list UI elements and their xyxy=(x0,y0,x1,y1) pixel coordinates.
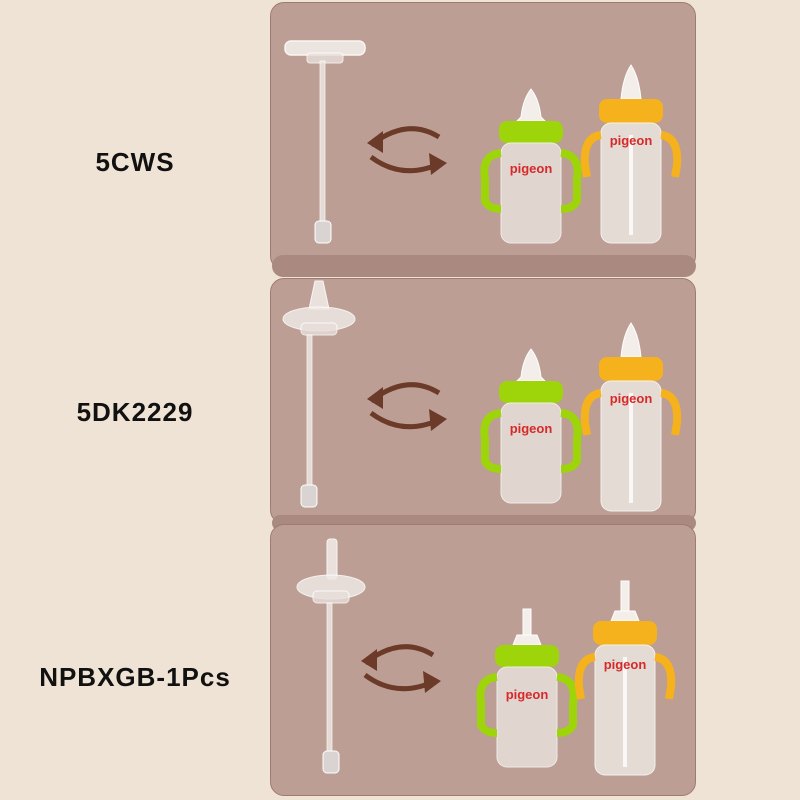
brand-label: pigeon xyxy=(604,657,647,672)
swap-arrows-icon xyxy=(361,644,441,693)
brand-label: pigeon xyxy=(610,133,653,148)
product-code-label: NPBXGB-1Pcs xyxy=(39,662,231,692)
straw-icon xyxy=(296,538,366,774)
compatibility-panel: pigeon pigeon xyxy=(270,278,696,524)
product-row-2: 5DK2229 pigeon xyxy=(0,260,800,524)
green-bottle-icon: pigeon xyxy=(480,348,582,504)
green-bottle-icon: pigeon xyxy=(480,88,582,244)
yellow-bottle-icon: pigeon xyxy=(580,64,682,244)
panel-illustration: pigeon pigeon xyxy=(282,280,682,512)
brand-label: pigeon xyxy=(610,391,653,406)
swap-arrows-icon xyxy=(367,382,447,431)
swap-arrows-icon xyxy=(367,126,447,175)
panel-divider xyxy=(272,255,696,277)
product-code-label: 5DK2229 xyxy=(76,397,194,427)
product-row-1: 5CWS pigeon xyxy=(0,0,800,270)
compatibility-panel: pigeon pigeon xyxy=(270,524,696,796)
panel-illustration: pigeon pigeon xyxy=(284,40,682,244)
brand-label: pigeon xyxy=(510,421,553,436)
compatibility-panel: pigeon pigeon xyxy=(270,2,696,270)
green-bottle-icon: pigeon xyxy=(476,608,578,768)
straw-icon xyxy=(284,40,366,244)
straw-icon xyxy=(282,280,356,508)
brand-label: pigeon xyxy=(510,161,553,176)
yellow-bottle-icon: pigeon xyxy=(574,580,676,776)
yellow-bottle-icon: pigeon xyxy=(580,322,682,512)
product-row-3: NPBXGB-1Pcs pi xyxy=(0,520,800,800)
brand-label: pigeon xyxy=(506,687,549,702)
product-code-label: 5CWS xyxy=(95,147,175,177)
panel-illustration: pigeon pigeon xyxy=(296,538,676,776)
